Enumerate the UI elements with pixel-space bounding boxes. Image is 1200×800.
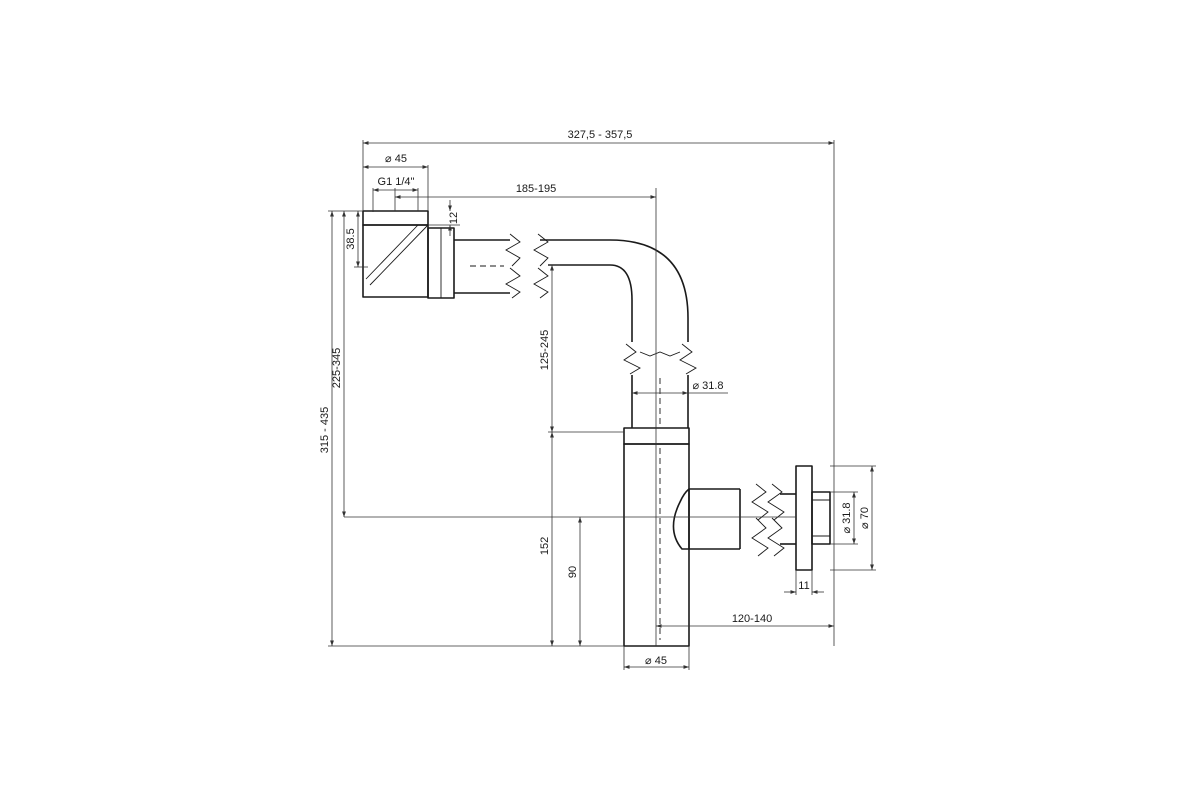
inlet-cap: [362, 210, 429, 226]
inlet-body: [362, 224, 455, 299]
extension-lines: [328, 140, 876, 670]
label-thread: G1 1/4": [378, 176, 415, 188]
label-outlet-pipe-diameter: ⌀ 31.8: [841, 502, 853, 533]
label-inlet-diameter: ⌀ 45: [385, 153, 407, 165]
label-cap-height: 12: [448, 212, 460, 224]
label-inlet-height: 38.5: [345, 228, 357, 249]
label-outlet-center: 90: [567, 566, 579, 578]
vertical-pipe: [623, 343, 697, 428]
label-overall-width: 327,5 - 357,5: [568, 129, 633, 141]
wall-flange: [795, 465, 831, 571]
label-flange-thickness: 11: [798, 580, 809, 592]
label-outlet-height: 152: [539, 537, 551, 555]
horizontal-pipe: [454, 233, 610, 299]
label-outlet-reach: 120-140: [732, 613, 772, 625]
trap-body: [623, 427, 690, 647]
outlet-pipe: [672, 483, 796, 557]
label-vertical-pipe-diameter: ⌀ 31.8: [692, 380, 723, 392]
label-horizontal-reach: 185-195: [516, 183, 556, 195]
pipe-bend: [609, 239, 689, 342]
label-vertical-adjust: 125-245: [539, 330, 551, 370]
dimension-labels: 327,5 - 357,5 ⌀ 45 G1 1/4" 185-195 12 38…: [319, 129, 871, 667]
dimension-lines: [330, 141, 874, 669]
label-height-inner: 225-345: [331, 348, 343, 388]
label-trap-diameter: ⌀ 45: [645, 655, 667, 667]
label-height-outer: 315 - 435: [319, 407, 331, 453]
label-flange-diameter: ⌀ 70: [859, 507, 871, 529]
